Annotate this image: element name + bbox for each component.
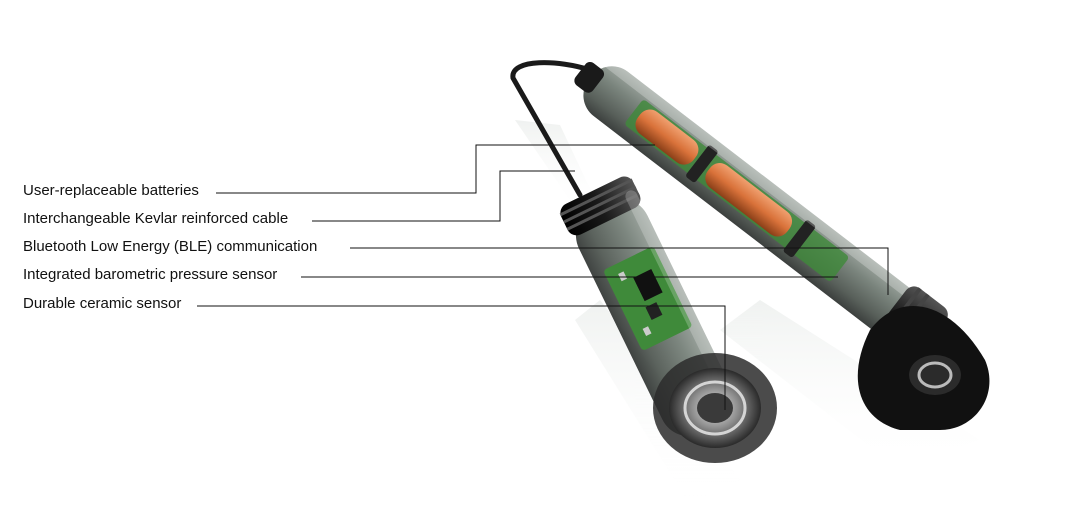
eyelet-cap: [857, 306, 990, 430]
leader-ceramic: [197, 305, 726, 410]
leader-ble: [350, 247, 889, 295]
battery-1: [635, 109, 699, 165]
leader-batteries: [216, 144, 655, 194]
leader-cable: [312, 170, 575, 222]
ceramic-sensor-face: [653, 353, 777, 463]
callout-batteries: User-replaceable batteries: [23, 182, 199, 199]
callout-ble: Bluetooth Low Energy (BLE) communication: [23, 238, 318, 255]
leader-lines: [197, 144, 889, 410]
callout-cable: Interchangeable Kevlar reinforced cable: [23, 210, 289, 227]
battery-2: [705, 163, 793, 237]
callout-barometric: Integrated barometric pressure sensor: [23, 266, 278, 283]
kevlar-cable: [510, 60, 593, 198]
callout-ceramic: Durable ceramic sensor: [23, 295, 182, 312]
